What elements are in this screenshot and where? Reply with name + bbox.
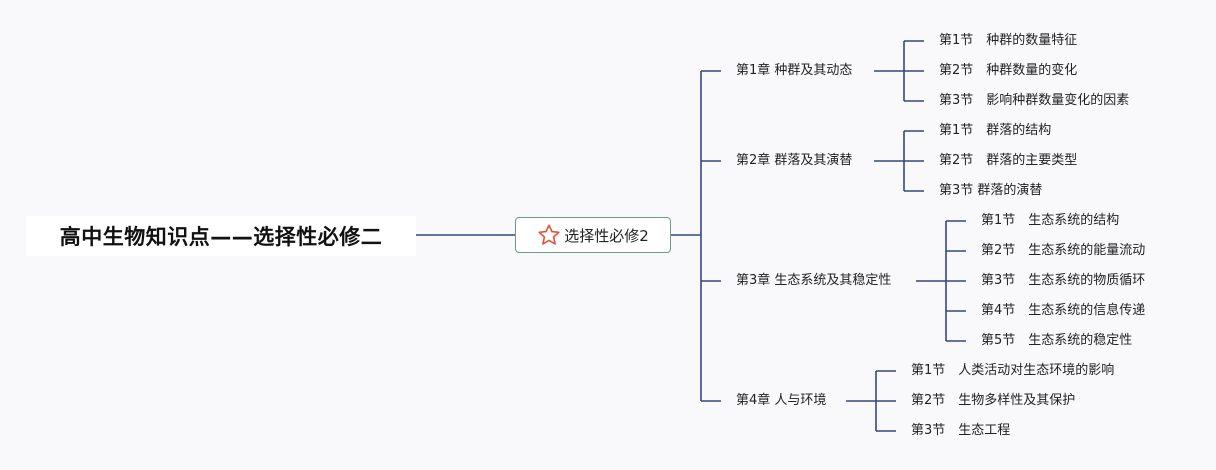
star-icon bbox=[538, 224, 560, 245]
center-topic-node[interactable]: 选择性必修2 bbox=[515, 217, 671, 253]
chapter-3-section-3[interactable]: 第3节 生态系统的物质循环 bbox=[981, 273, 1146, 288]
chapter-4-section-3[interactable]: 第3节 生态工程 bbox=[911, 423, 1011, 438]
chapter-1-node[interactable]: 第1章 种群及其动态 bbox=[736, 63, 853, 78]
chapter-2-section-2[interactable]: 第2节 群落的主要类型 bbox=[939, 153, 1078, 168]
chapter-4-node[interactable]: 第4章 人与环境 bbox=[736, 393, 827, 408]
chapter-3-section-5[interactable]: 第5节 生态系统的稳定性 bbox=[981, 333, 1133, 348]
chapter-1-section-1[interactable]: 第1节 种群的数量特征 bbox=[939, 33, 1078, 48]
chapter-4-section-1[interactable]: 第1节 人类活动对生态环境的影响 bbox=[911, 363, 1115, 378]
chapter-1-section-2[interactable]: 第2节 种群数量的变化 bbox=[939, 63, 1078, 78]
chapter-3-section-1[interactable]: 第1节 生态系统的结构 bbox=[981, 213, 1120, 228]
center-topic-label: 选择性必修2 bbox=[564, 226, 649, 245]
chapter-1-section-3[interactable]: 第3节 影响种群数量变化的因素 bbox=[939, 93, 1130, 108]
chapter-3-section-2[interactable]: 第2节 生态系统的能量流动 bbox=[981, 243, 1146, 258]
chapter-3-node[interactable]: 第3章 生态系统及其稳定性 bbox=[736, 273, 892, 288]
chapter-2-section-3[interactable]: 第3节 群落的演替 bbox=[939, 183, 1043, 198]
chapter-2-section-1[interactable]: 第1节 群落的结构 bbox=[939, 123, 1052, 138]
chapter-4-section-2[interactable]: 第2节 生物多样性及其保护 bbox=[911, 393, 1076, 408]
chapter-3-section-4[interactable]: 第4节 生态系统的信息传递 bbox=[981, 303, 1146, 318]
mindmap-root-title: 高中生物知识点——选择性必修二 bbox=[26, 216, 416, 256]
chapter-2-node[interactable]: 第2章 群落及其演替 bbox=[736, 153, 853, 168]
